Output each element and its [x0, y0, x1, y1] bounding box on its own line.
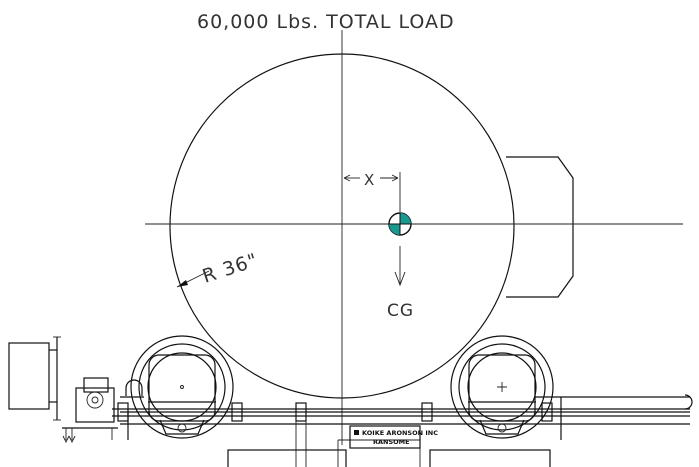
logo-square-icon — [354, 430, 359, 435]
x-dimension: X — [343, 171, 401, 212]
x-dimension-label: X — [364, 171, 375, 189]
nameplate-brand: RANSOME — [373, 438, 410, 446]
radius-label: R 36" — [200, 249, 261, 288]
nameplate: KOIKE ARONSON INC RANSOME — [349, 425, 438, 449]
radius-arrow-icon — [177, 280, 188, 287]
left-roller — [125, 335, 234, 439]
cg-marker-icon — [388, 212, 412, 236]
vessel-end-cap — [506, 156, 574, 298]
cg-label: CG — [387, 301, 414, 321]
right-roller — [450, 335, 554, 439]
cg-leader-arrow — [394, 246, 406, 287]
nameplate-company: KOIKE ARONSON INC — [362, 429, 438, 437]
drive-motor — [8, 336, 118, 444]
total-load-title: 60,000 Lbs. TOTAL LOAD — [197, 11, 455, 33]
